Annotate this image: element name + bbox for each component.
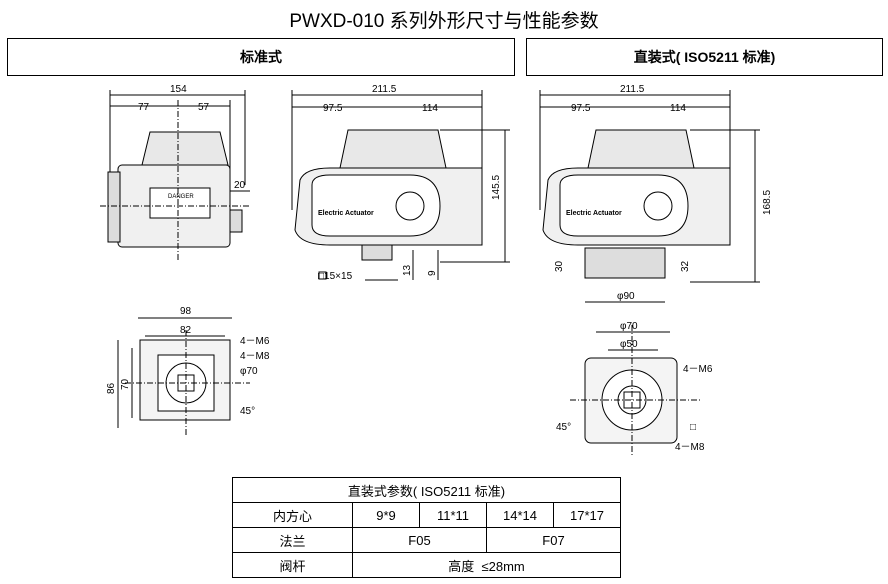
dim-phi50: φ50 xyxy=(620,339,638,350)
cell: 9*9 xyxy=(352,502,420,528)
spec-table: 直装式参数( ISO5211 标准) 内方心 9*9 11*11 14*14 1… xyxy=(232,477,621,578)
dim-20: 20 xyxy=(234,180,246,191)
angle-45: 45° xyxy=(240,406,255,417)
dim-13: 13 xyxy=(402,264,413,276)
dim-98: 98 xyxy=(180,306,192,317)
table-row: 法兰 F05 F07 xyxy=(232,527,621,553)
page-title: PWXD-010 系列外形尺寸与性能参数 xyxy=(289,11,599,32)
cell: 高度 ≤28mm xyxy=(352,552,621,578)
cell: F07 xyxy=(486,527,621,553)
direct-bottom-view xyxy=(570,325,700,455)
dim-9: 9 xyxy=(427,270,438,276)
cell: 17*17 xyxy=(553,502,621,528)
angle-45-direct: 45° xyxy=(556,422,571,433)
dim-82: 82 xyxy=(180,325,192,336)
dim-114-direct: 114 xyxy=(670,103,686,114)
dim-phi90: φ90 xyxy=(617,291,635,302)
row-label: 法兰 xyxy=(232,527,353,553)
danger-label: DANGER xyxy=(168,194,194,200)
dim-57: 57 xyxy=(198,102,210,113)
front-view xyxy=(100,90,250,262)
dim-211-5-direct: 211.5 xyxy=(620,84,645,95)
dim-145-5: 145.5 xyxy=(491,175,502,200)
dim-114: 114 xyxy=(422,103,438,114)
actuator-label-direct: Electric Actuator xyxy=(566,210,622,217)
dim-77: 77 xyxy=(138,102,150,113)
section-standard: 标准式 xyxy=(7,38,515,76)
dim-phi70: φ70 xyxy=(240,366,258,377)
cell: 14*14 xyxy=(486,502,554,528)
table-row: 阀杆 高度 ≤28mm xyxy=(232,552,621,578)
bolt-4-m6: 4－M6 xyxy=(240,336,270,347)
square-symbol: □ xyxy=(690,422,696,433)
row-label: 阀杆 xyxy=(232,552,353,578)
bolt-4-m8: 4－M8 xyxy=(240,351,270,362)
dim-30: 30 xyxy=(554,260,565,272)
row-label: 内方心 xyxy=(232,502,353,528)
side-view xyxy=(291,90,510,281)
cell: F05 xyxy=(352,527,487,553)
dim-154: 154 xyxy=(170,84,187,95)
section-direct: 直装式( ISO5211 标准) xyxy=(526,38,883,76)
dim-70: 70 xyxy=(120,378,131,390)
dim-phi70-direct: φ70 xyxy=(620,321,638,332)
dim-168-5: 168.5 xyxy=(762,190,773,215)
table-row: 内方心 9*9 11*11 14*14 17*17 xyxy=(232,502,621,528)
dim-15x15: □15×15 xyxy=(318,271,353,282)
bolt-4-m6-direct: 4－M6 xyxy=(683,364,713,375)
actuator-label: Electric Actuator xyxy=(318,210,374,217)
dim-97-5-direct: 97.5 xyxy=(571,103,591,114)
cell: 11*11 xyxy=(419,502,487,528)
direct-side-view xyxy=(539,90,760,303)
table-header: 直装式参数( ISO5211 标准) xyxy=(232,477,621,503)
bottom-view xyxy=(117,317,250,435)
dim-97-5: 97.5 xyxy=(323,103,343,114)
dim-86: 86 xyxy=(106,382,117,394)
dim-211-5: 211.5 xyxy=(372,84,397,95)
dim-32: 32 xyxy=(680,260,691,272)
bolt-4-m8-direct: 4－M8 xyxy=(675,442,705,453)
